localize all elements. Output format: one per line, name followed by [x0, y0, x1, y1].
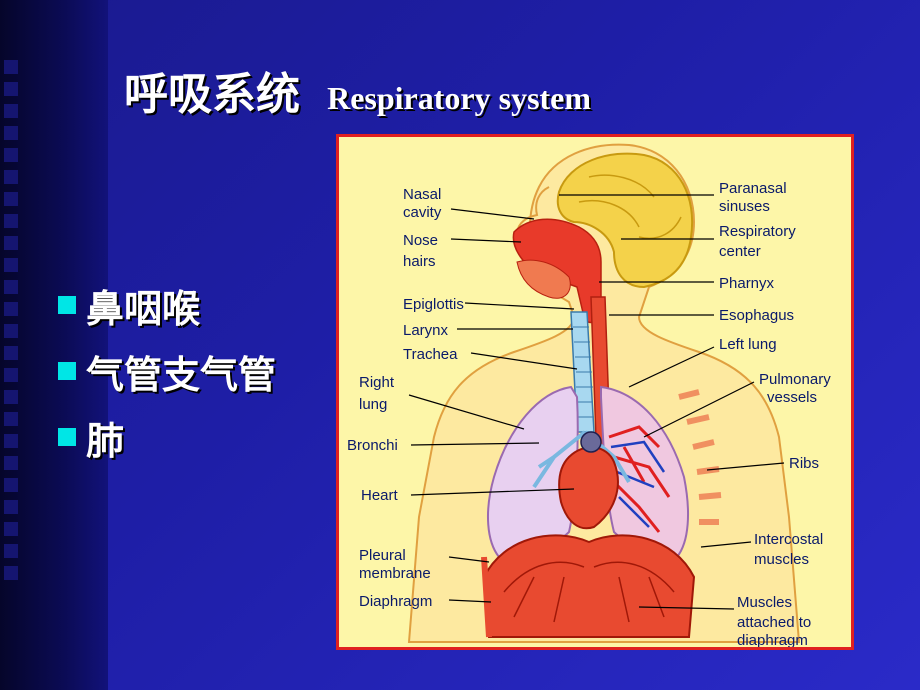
bullet-square-icon	[58, 296, 76, 314]
slide-title: 呼吸系统 Respiratory system	[124, 58, 591, 122]
label-nasal-2: cavity	[403, 204, 442, 221]
label-trachea: Trachea	[403, 346, 458, 363]
diaphragm	[482, 534, 696, 638]
bullet-text: 气管支气管	[86, 352, 277, 397]
brain	[556, 152, 694, 289]
respiratory-diagram: Nasal cavity Nose hairs Epiglottis Laryn…	[336, 134, 854, 650]
label-nose-1: Nose	[403, 232, 438, 249]
label-diaphragm: Diaphragm	[359, 593, 432, 610]
label-pulmonary-2: vessels	[767, 389, 817, 406]
label-paranasal-1: Paranasal	[719, 180, 787, 197]
bullet-list: 鼻咽喉 气管支气管 肺	[58, 272, 276, 470]
label-nasal-1: Nasal	[403, 186, 441, 203]
label-intercostal-2: muscles	[754, 551, 809, 568]
bullet-item: 鼻咽喉	[58, 272, 276, 338]
label-muscles-2: attached to	[737, 614, 811, 631]
bullet-item: 气管支气管	[58, 338, 276, 404]
bullet-text: 鼻咽喉	[86, 286, 201, 331]
label-right-lung-1: Right	[359, 374, 395, 391]
label-nose-2: hairs	[403, 253, 436, 270]
label-pharnyx: Pharnyx	[719, 275, 775, 292]
bullet-text: 肺	[86, 418, 125, 463]
bullet-square-icon	[58, 362, 76, 380]
label-paranasal-2: sinuses	[719, 198, 770, 215]
label-muscles-3: diaphragm	[737, 632, 808, 647]
leader-lines	[408, 194, 785, 610]
decor-squares	[4, 60, 26, 588]
label-respiratory-1: Respiratory	[719, 223, 796, 240]
label-epiglottis: Epiglottis	[403, 296, 464, 313]
label-right-lung-2: lung	[359, 396, 387, 413]
label-respiratory-2: center	[719, 243, 761, 260]
bullet-item: 肺	[58, 404, 276, 470]
label-pleural-1: Pleural	[359, 547, 406, 564]
bullet-square-icon	[58, 428, 76, 446]
heart	[558, 446, 619, 530]
title-chinese: 呼吸系统	[124, 69, 300, 120]
label-ribs: Ribs	[789, 455, 819, 472]
label-left-lung: Left lung	[719, 336, 777, 353]
tongue-mouth	[516, 259, 571, 299]
title-english: Respiratory system	[327, 80, 592, 116]
label-pleural-2: membrane	[359, 565, 431, 582]
left-decor-strip	[0, 0, 108, 690]
label-muscles-1: Muscles	[737, 594, 792, 611]
label-larynx: Larynx	[403, 322, 449, 339]
anatomy-illustration: Nasal cavity Nose hairs Epiglottis Laryn…	[347, 143, 831, 647]
label-pulmonary-1: Pulmonary	[759, 371, 831, 388]
label-heart: Heart	[361, 487, 399, 504]
label-esophagus: Esophagus	[719, 307, 794, 324]
label-intercostal-1: Intercostal	[754, 531, 823, 548]
pulmonary-vessels	[608, 425, 671, 533]
label-bronchi: Bronchi	[347, 437, 398, 454]
